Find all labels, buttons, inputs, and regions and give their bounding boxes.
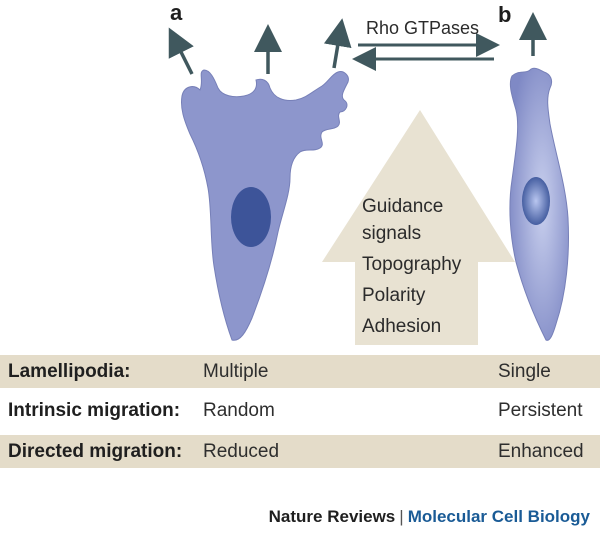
cell-a-value: Multiple [203, 360, 269, 382]
row-label: Lamellipodia: [8, 360, 131, 382]
diagram-canvas [168, 12, 569, 345]
arrow-a-left [168, 27, 194, 75]
journal-credit: Nature Reviews|Molecular Cell Biology [269, 507, 590, 527]
nucleus-b [522, 177, 550, 225]
factor-signals: signals [362, 223, 422, 244]
cell-a-value: Reduced [203, 440, 280, 462]
journal-subject: Molecular Cell Biology [407, 507, 590, 526]
cell-a-value: Random [203, 399, 275, 421]
arrow-a-right [323, 18, 352, 69]
cell-b-value: Persistent [498, 399, 583, 421]
row-label: Directed migration: [8, 440, 183, 462]
panel-label-b: b [498, 2, 512, 27]
factor-polarity: Polarity [362, 285, 426, 306]
factor-guidance: Guidance [362, 196, 444, 217]
journal-name: Nature Reviews [268, 507, 396, 526]
big-up-arrow [322, 110, 515, 345]
table-row-intrinsic-migration: Intrinsic migration: Random Persistent [0, 394, 600, 427]
table-row-directed-migration: Directed migration: Reduced Enhanced [0, 435, 600, 468]
factor-topography: Topography [362, 254, 462, 275]
factor-adhesion: Adhesion [362, 316, 442, 337]
cell-migration-diagram: a b Rho GTPases Guidance signals Topogra… [168, 0, 569, 345]
cell-b-value: Enhanced [498, 440, 584, 462]
table-row-lamellipodia: Lamellipodia: Multiple Single [0, 355, 600, 388]
row-label: Intrinsic migration: [8, 399, 181, 421]
rho-gtpases-label: Rho GTPases [366, 18, 480, 38]
cell-b-value: Single [498, 360, 551, 382]
panel-label-a: a [170, 0, 183, 25]
nucleus-a [231, 187, 271, 247]
credit-separator: | [399, 507, 404, 526]
